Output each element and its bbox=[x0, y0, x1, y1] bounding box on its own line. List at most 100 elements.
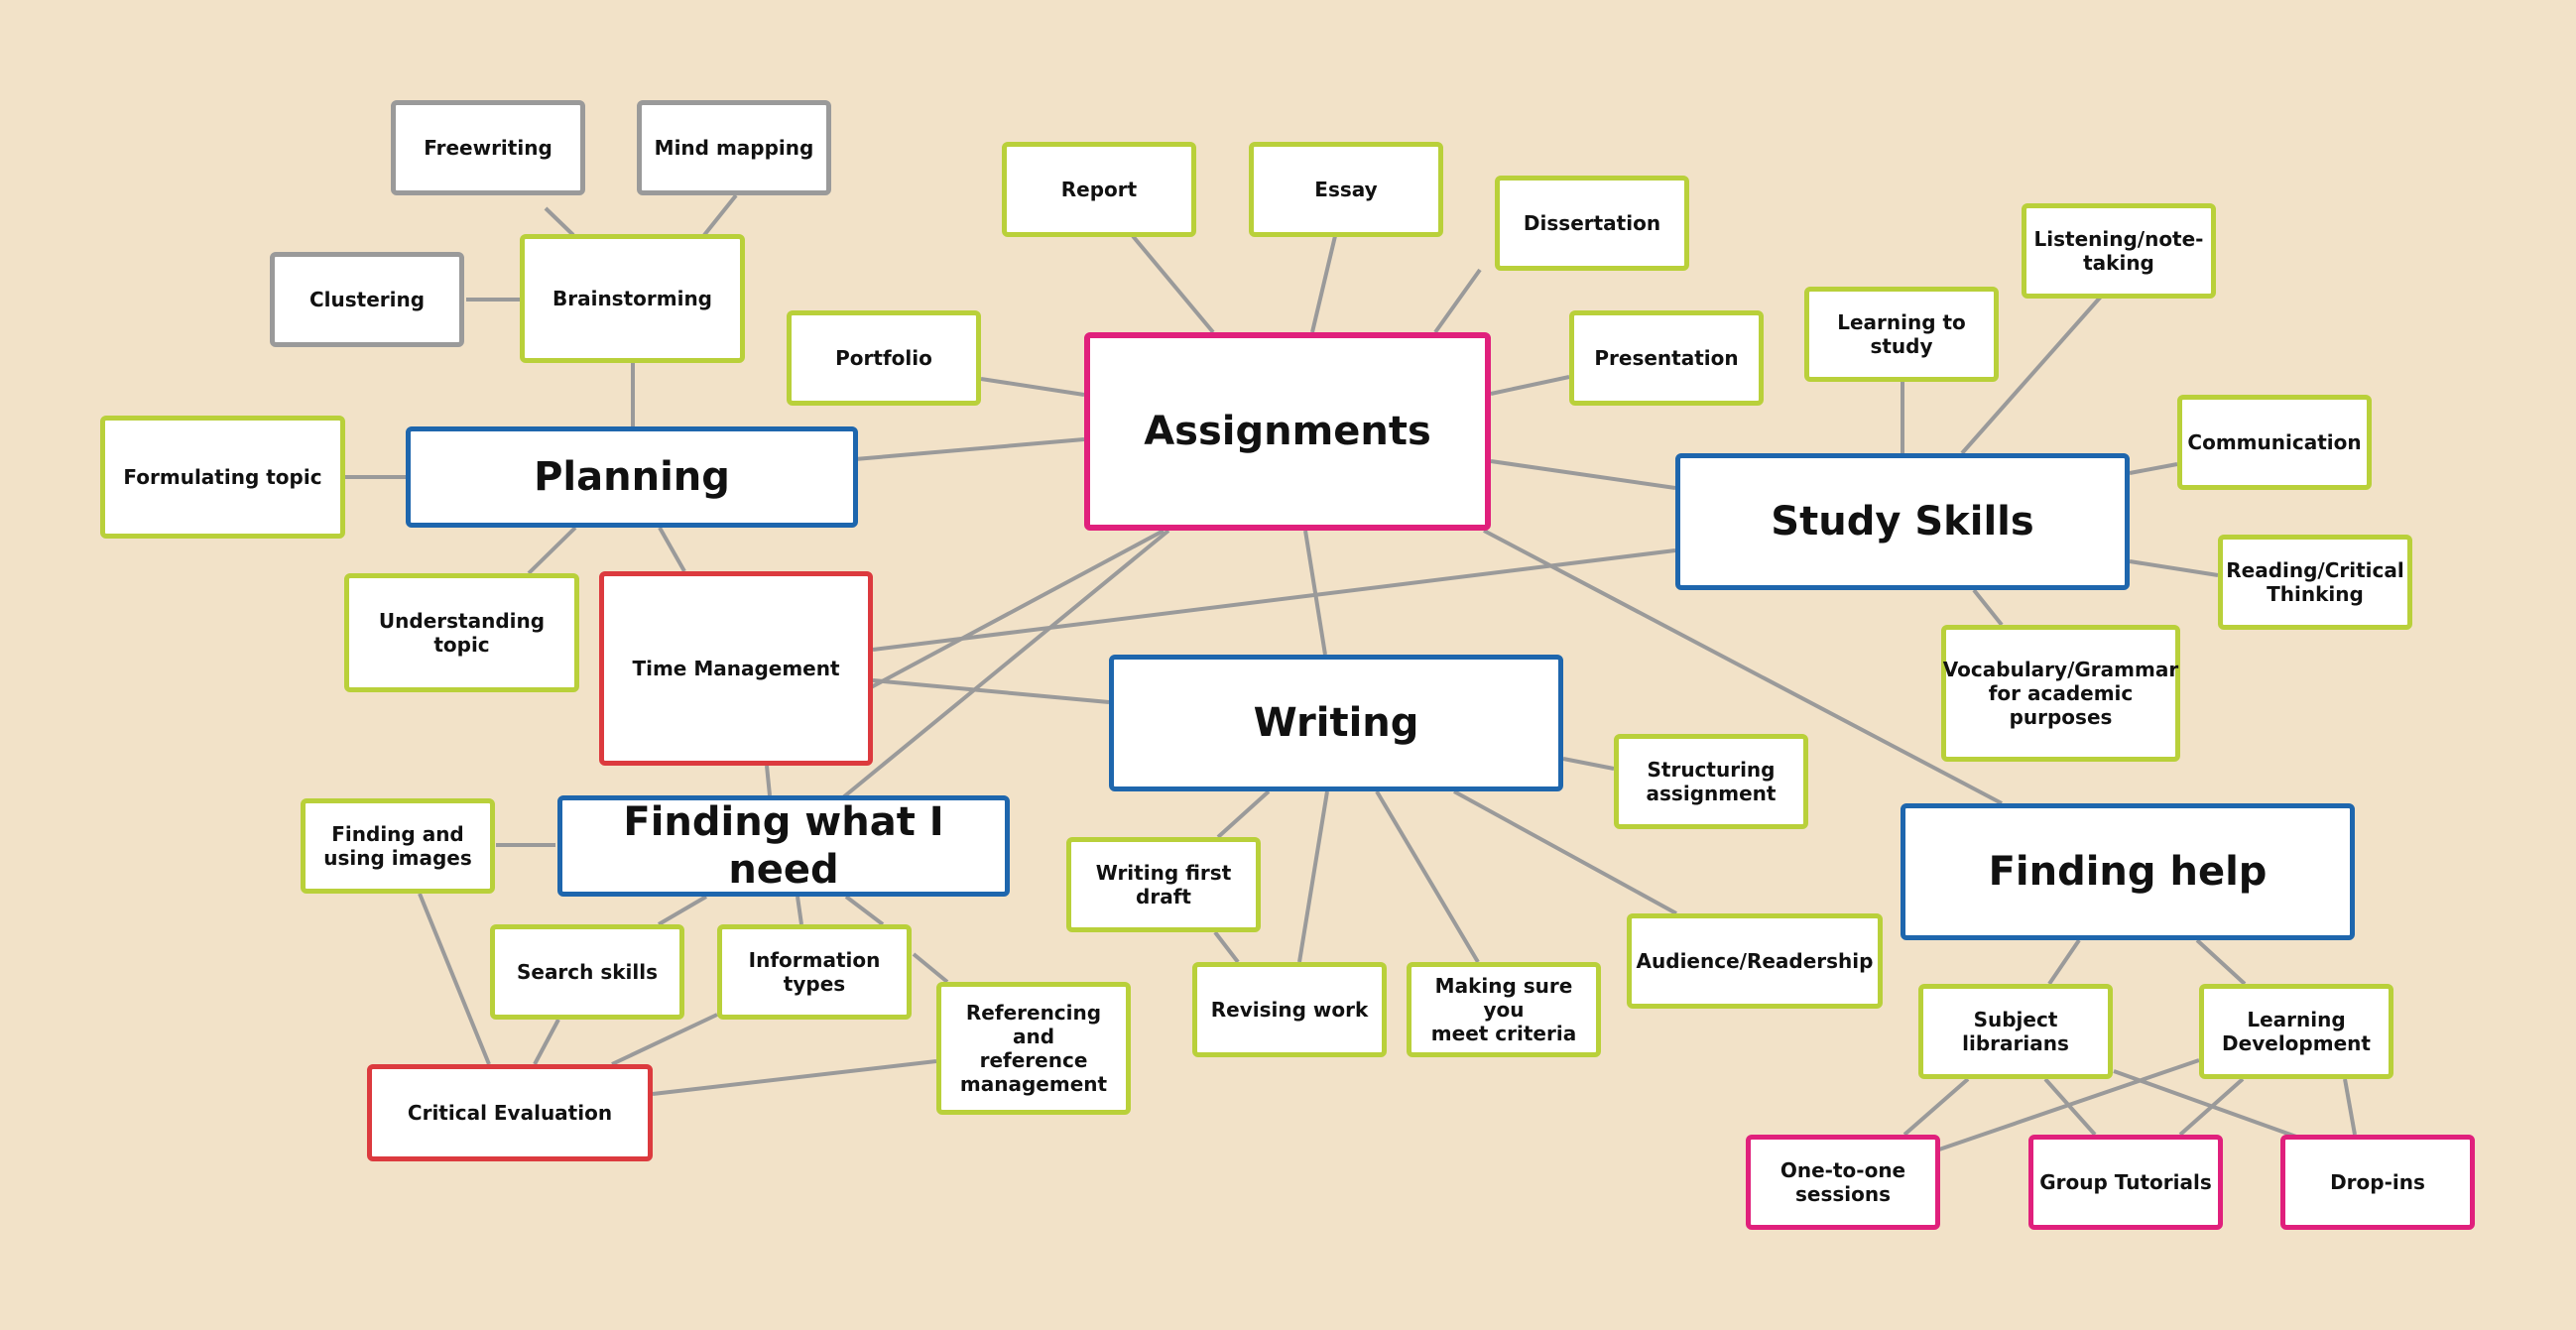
node-assignments: Assignments bbox=[1084, 332, 1491, 531]
node-freewriting: Freewriting bbox=[391, 100, 585, 195]
node-writing: Writing bbox=[1109, 655, 1563, 791]
connector-line bbox=[1297, 790, 1329, 963]
node-reading-critical: Reading/Critical Thinking bbox=[2218, 535, 2412, 630]
connector-line bbox=[418, 893, 491, 1065]
node-label: Finding and using images bbox=[323, 822, 472, 870]
connector-line bbox=[1960, 295, 2103, 455]
connector-line bbox=[533, 1019, 560, 1065]
node-group-tutorials: Group Tutorials bbox=[2028, 1135, 2223, 1230]
node-label: Presentation bbox=[1594, 346, 1739, 370]
connector-line bbox=[2129, 462, 2178, 475]
node-search-skills: Search skills bbox=[490, 924, 684, 1020]
node-label: Clustering bbox=[308, 288, 426, 311]
node-label: Formulating topic bbox=[123, 465, 322, 489]
node-vocabulary: Vocabulary/Grammar for academic purposes bbox=[1941, 625, 2180, 762]
connector-line bbox=[844, 895, 885, 926]
connector-line bbox=[702, 193, 738, 237]
connector-line bbox=[2343, 1078, 2357, 1136]
connector-line bbox=[841, 529, 1170, 799]
node-label: Report bbox=[1060, 178, 1138, 201]
node-label: Communication bbox=[2187, 430, 2362, 454]
node-label: Search skills bbox=[516, 960, 659, 984]
node-label: One-to-one sessions bbox=[1779, 1158, 1906, 1206]
connector-line bbox=[652, 1059, 937, 1096]
connector-line bbox=[796, 896, 803, 925]
node-planning: Planning bbox=[406, 426, 858, 528]
node-label: Assignments bbox=[1144, 409, 1431, 454]
node-label: Freewriting bbox=[424, 136, 552, 160]
connector-line bbox=[658, 527, 686, 572]
node-label: Referencing and reference management bbox=[959, 1001, 1108, 1096]
connector-line bbox=[1375, 789, 1480, 964]
node-label: Learning to study bbox=[1837, 310, 1966, 358]
node-label: Critical Evaluation bbox=[407, 1101, 613, 1125]
connector-line bbox=[1972, 588, 2004, 627]
node-listening: Listening/note-taking bbox=[2022, 203, 2216, 299]
node-label: Finding help bbox=[1988, 849, 2268, 895]
connector-line bbox=[544, 206, 575, 237]
node-label: Listening/note-taking bbox=[2033, 227, 2204, 275]
connector-line bbox=[1131, 234, 1215, 334]
node-label: Dissertation bbox=[1523, 211, 1661, 235]
node-label: Essay bbox=[1314, 178, 1378, 201]
connector-line bbox=[1310, 235, 1337, 333]
connector-line bbox=[2195, 938, 2247, 986]
node-referencing: Referencing and reference management bbox=[936, 982, 1131, 1115]
node-drop-ins: Drop-ins bbox=[2280, 1135, 2475, 1230]
node-learning-to-study: Learning to study bbox=[1804, 287, 1999, 382]
connector-line bbox=[2178, 1077, 2245, 1137]
connector-line bbox=[854, 437, 1085, 461]
node-finding-help: Finding help bbox=[1901, 803, 2355, 940]
node-label: Learning Development bbox=[2222, 1008, 2371, 1055]
node-learning-development: Learning Development bbox=[2199, 984, 2393, 1079]
connector-line bbox=[1483, 529, 2003, 805]
connector-line bbox=[1433, 268, 1482, 334]
connector-line bbox=[2113, 1069, 2322, 1148]
node-brainstorming: Brainstorming bbox=[520, 234, 745, 363]
node-label: Structuring assignment bbox=[1646, 758, 1777, 805]
node-audience: Audience/Readership bbox=[1627, 913, 1883, 1009]
node-label: Reading/Critical Thinking bbox=[2226, 558, 2404, 606]
node-clustering: Clustering bbox=[270, 252, 464, 347]
connector-line bbox=[872, 678, 1110, 704]
node-subject-librarians: Subject librarians bbox=[1918, 984, 2113, 1079]
node-label: Subject librarians bbox=[1962, 1008, 2069, 1055]
node-label: Study Skills bbox=[1771, 499, 2034, 544]
node-label: Brainstorming bbox=[552, 287, 712, 310]
connector-line bbox=[765, 765, 772, 796]
connector-line bbox=[1213, 930, 1240, 964]
node-essay: Essay bbox=[1249, 142, 1443, 237]
connector-line bbox=[1303, 530, 1327, 656]
node-label: Information types bbox=[748, 948, 881, 996]
node-label: Group Tutorials bbox=[2039, 1170, 2212, 1194]
node-label: Audience/Readership bbox=[1636, 949, 1874, 973]
node-label: Portfolio bbox=[835, 346, 932, 370]
connector-line bbox=[1902, 1077, 1970, 1137]
node-label: Finding what I need bbox=[623, 799, 944, 893]
node-mind-mapping: Mind mapping bbox=[637, 100, 831, 195]
node-information-types: Information types bbox=[717, 924, 912, 1020]
node-formulating-topic: Formulating topic bbox=[100, 416, 345, 539]
node-writing-first-draft: Writing first draft bbox=[1066, 837, 1261, 932]
node-label: Making sure you meet criteria bbox=[1430, 974, 1577, 1045]
node-label: Writing bbox=[1253, 700, 1419, 746]
node-presentation: Presentation bbox=[1569, 310, 1764, 406]
connector-line bbox=[2043, 1077, 2097, 1137]
node-one-to-one: One-to-one sessions bbox=[1746, 1135, 1940, 1230]
node-label: Mind mapping bbox=[654, 136, 814, 160]
node-understanding-topic: Understanding topic bbox=[344, 573, 579, 692]
connector-line bbox=[2047, 938, 2081, 986]
node-dissertation: Dissertation bbox=[1495, 176, 1689, 271]
node-portfolio: Portfolio bbox=[787, 310, 981, 406]
connector-line bbox=[1562, 757, 1615, 771]
node-making-sure: Making sure you meet criteria bbox=[1407, 962, 1601, 1057]
node-label: Time Management bbox=[632, 657, 840, 680]
connector-line bbox=[842, 529, 1165, 704]
node-label: Vocabulary/Grammar for academic purposes bbox=[1942, 658, 2179, 729]
node-label: Planning bbox=[534, 454, 730, 500]
node-revising-work: Revising work bbox=[1192, 962, 1387, 1057]
connector-line bbox=[657, 895, 708, 926]
node-report: Report bbox=[1002, 142, 1196, 237]
